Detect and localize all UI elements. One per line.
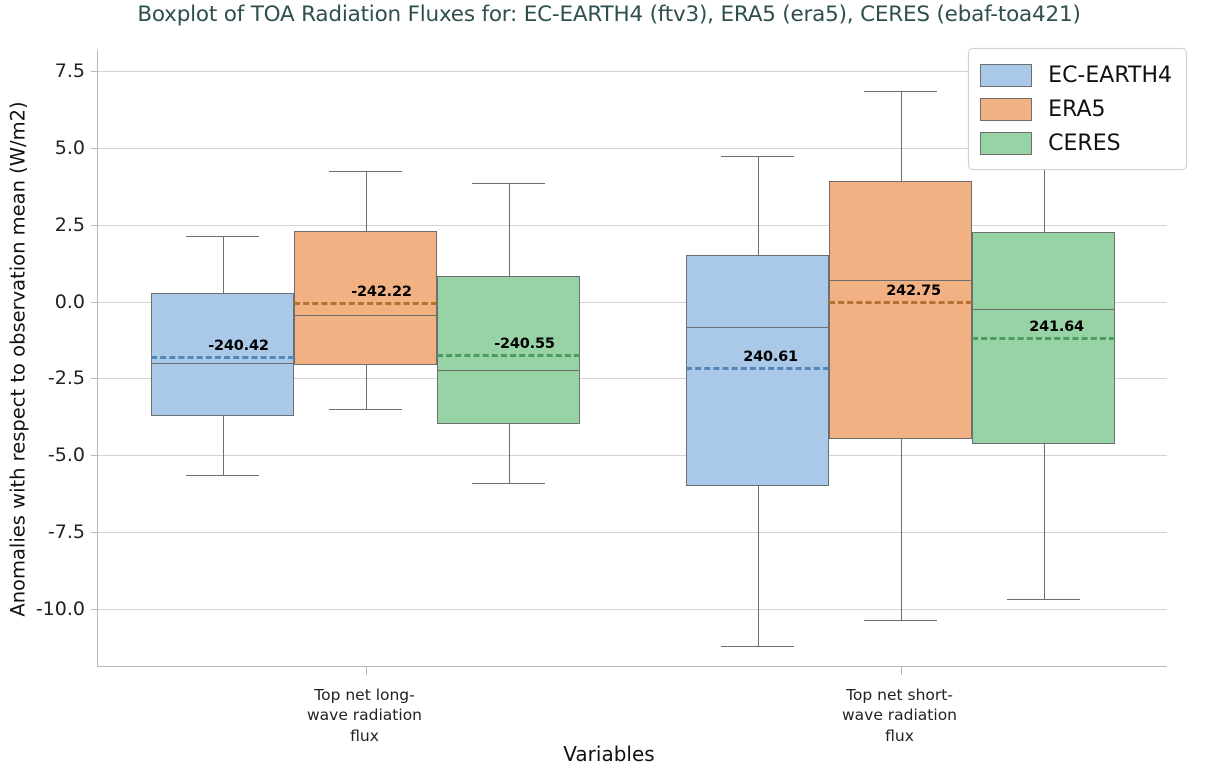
whisker-cap-lower [329,409,402,411]
mean-line [294,301,437,305]
legend-label: ERA5 [1048,96,1106,122]
gridline [98,148,1167,150]
whisker-lower [757,485,759,647]
whisker-cap-lower [472,482,545,484]
whisker-lower [365,365,367,410]
whisker-upper [1043,154,1045,232]
median-line [294,314,437,316]
whisker-cap-lower [1007,598,1080,600]
box-era5[interactable] [829,181,972,439]
y-axis-tick-mark [91,608,98,610]
x-axis-tick-label-line: wave radiation [306,706,423,725]
chart-title: Boxplot of TOA Radiation Fluxes for: EC-… [137,2,1081,27]
x-axis-label: Variables [563,742,655,766]
median-line [151,363,294,365]
mean-value-label: -242.22 [351,283,412,300]
y-axis-tick-label: -5.0 [47,444,85,467]
legend-item-era5[interactable]: ERA5 [980,92,1172,126]
mean-line [829,300,972,304]
whisker-lower [222,415,224,475]
mean-value-label: 242.75 [886,282,941,299]
mean-value-label: -240.42 [208,338,269,355]
mean-line [151,356,294,360]
median-line [972,309,1115,311]
whisker-cap-upper [864,90,937,92]
y-axis-tick-label: 0.0 [54,290,85,313]
x-axis-tick-mark [900,667,902,675]
gridline [98,455,1167,457]
box-ceres[interactable] [437,275,580,424]
y-axis-tick-mark [91,71,98,73]
y-axis-label-container: Anomalies with respect to observation me… [0,50,36,667]
x-axis-tick-label-line: wave radiation [841,706,958,725]
whisker-cap-lower [186,474,259,476]
whisker-lower [508,423,510,483]
whisker-cap-upper [186,236,259,238]
gridline [98,71,1167,73]
whisker-lower [900,438,902,621]
gridline [98,301,1167,303]
gridline [98,378,1167,380]
y-axis-tick-label: 2.5 [54,213,85,236]
mean-value-label: 240.61 [743,349,798,366]
legend-swatch-icon [980,63,1033,87]
gridline [98,531,1167,533]
legend-swatch-icon [980,131,1033,155]
mean-line [972,337,1115,340]
median-line [829,279,972,281]
mean-line [437,353,580,357]
legend-label: EC-EARTH4 [1048,62,1172,88]
whisker-upper [508,182,510,276]
y-axis-tick-label: -2.5 [47,367,85,390]
y-axis-tick-label: 5.0 [54,137,85,160]
mean-value-label: -240.55 [494,335,555,352]
x-axis-tick-mark [365,667,367,675]
y-axis-label: Anomalies with respect to observation me… [6,100,30,617]
y-axis-tick-mark [91,224,98,226]
legend-label: CERES [1048,130,1121,156]
legend-swatch-icon [980,97,1033,121]
box-ec-earth4[interactable] [151,293,294,416]
y-axis-tick-label: 7.5 [54,60,85,83]
whisker-upper [757,155,759,256]
y-axis-tick-mark [91,301,98,303]
x-axis-tick-label-line: Top net long- [314,686,415,704]
whisker-cap-lower [864,620,937,622]
whisker-cap-upper [472,182,545,184]
x-axis-tick-label-line: flux [885,726,914,745]
box-ec-earth4[interactable] [686,255,829,486]
gridline [98,608,1167,610]
y-axis-tick-mark [91,455,98,457]
gridline [98,224,1167,226]
y-axis-tick-mark [91,148,98,150]
y-axis-tick-mark [91,378,98,380]
y-axis-tick-label: -7.5 [47,520,85,543]
whisker-upper [900,90,902,182]
whisker-lower [1043,443,1045,599]
median-line [686,326,829,328]
whisker-cap-lower [721,646,794,648]
legend-item-ceres[interactable]: CERES [980,126,1172,160]
mean-line [686,367,829,371]
box-era5[interactable] [294,231,437,366]
mean-value-label: 241.64 [1029,319,1084,335]
whisker-cap-upper [721,155,794,157]
whisker-cap-upper [329,170,402,172]
whisker-upper [365,170,367,232]
x-axis-tick-label-line: Top net short- [846,686,953,704]
legend-item-ec-earth4[interactable]: EC-EARTH4 [980,58,1172,92]
whisker-upper [222,236,224,294]
y-axis-tick-mark [91,531,98,533]
y-axis-tick-label: -10.0 [35,597,85,620]
median-line [437,370,580,372]
x-axis-tick-label-line: flux [350,726,379,745]
